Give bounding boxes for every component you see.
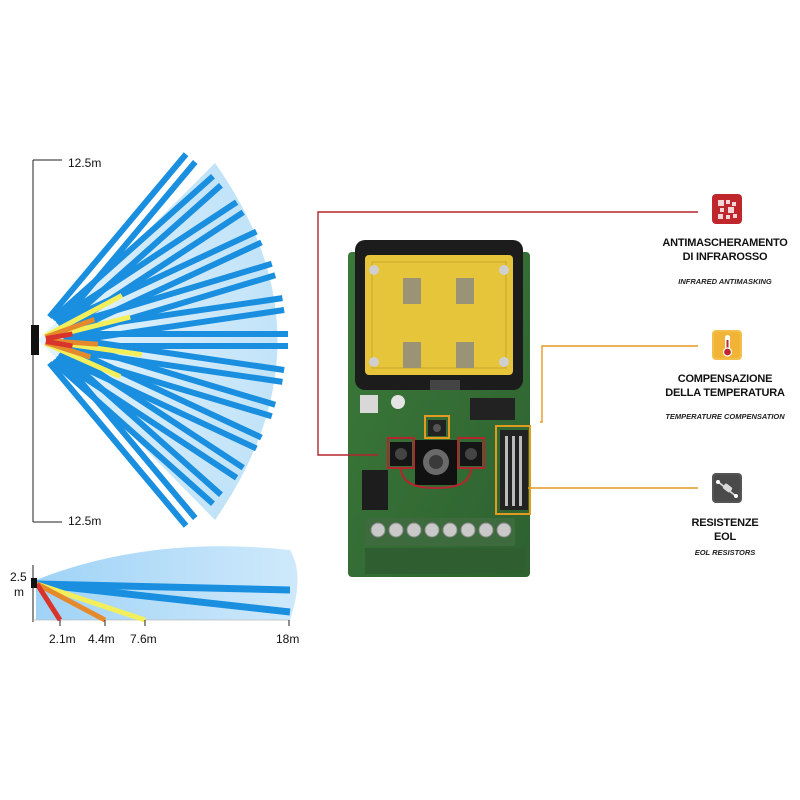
side-tick-label-3: 7.6m [130, 632, 157, 646]
side-beam [36, 581, 146, 623]
coverage-beam [50, 358, 215, 506]
feature-title-line2: DELLA TEMPERATURA [665, 387, 785, 399]
coverage-beam [63, 334, 285, 373]
side-beam [36, 580, 291, 594]
mount-height-label-unit: m [14, 585, 24, 599]
feature-subtitle-antimasking: INFRARED ANTIMASKING [678, 277, 772, 286]
range-label-top: 12.5m [68, 156, 102, 170]
eol-resistor-highlight [495, 425, 531, 515]
sensor-body [31, 325, 39, 355]
top-view-coverage-diagram [31, 152, 288, 528]
side-sensor-body [31, 578, 37, 588]
coverage-beam [56, 159, 198, 327]
coverage-beam [61, 239, 263, 338]
pyro-sensor-plate [365, 255, 513, 375]
callout-lines [317, 211, 698, 489]
side-coverage-area [36, 546, 298, 620]
side-tick-label-4: 18m [276, 632, 300, 646]
side-view-coverage-diagram [31, 546, 298, 626]
coverage-beam [56, 353, 258, 452]
feature-title-line1: RESISTENZE [691, 517, 759, 529]
side-tick-label-2: 4.4m [88, 632, 115, 646]
feature-title-temperature: COMPENSAZIONE DELLA TEMPERATURA [625, 372, 800, 400]
temperature-highlight [424, 415, 450, 439]
feature-subtitle-eol: EOL RESISTORS [694, 548, 756, 557]
coverage-beam [59, 260, 273, 330]
short-range-beam [45, 331, 73, 342]
temperature-callout-line [540, 345, 698, 423]
coverage-beam [62, 338, 277, 408]
short-range-beam [45, 338, 73, 349]
side-beam [36, 580, 291, 616]
feature-title-line2: DI INFRAROSSO [682, 251, 768, 263]
coverage-beam [58, 182, 223, 331]
side-beam [35, 581, 107, 623]
coverage-beam [47, 152, 189, 319]
range-label-bottom: 12.5m [68, 514, 102, 528]
feature-title-line1: COMPENSAZIONE [677, 373, 773, 385]
beam-group [43, 152, 288, 528]
feature-title-line2: EOL [713, 531, 736, 543]
feature-subtitle-temperature: TEMPERATURE COMPENSATION [665, 412, 785, 421]
coverage-beam [47, 361, 189, 528]
short-range-beam [44, 317, 96, 340]
coverage-beam [53, 199, 239, 324]
coverage-beam [56, 228, 258, 327]
coverage-beam [58, 349, 223, 498]
coverage-beam [50, 174, 215, 322]
side-beam-group [34, 580, 291, 623]
coverage-beam [61, 342, 263, 441]
coverage-beam [60, 346, 245, 471]
side-beam [34, 582, 63, 622]
short-range-beam [43, 293, 124, 339]
feature-title-line1: ANTIMASCHERAMENTO [662, 237, 788, 249]
antimasking-callout-line [317, 211, 698, 456]
mount-height-label-value: 2.5 [10, 570, 27, 584]
coverage-beam [56, 353, 198, 521]
antimasking-icon [712, 194, 742, 224]
side-tick-label-1: 2.1m [49, 632, 76, 646]
resistor-icon [712, 473, 742, 503]
coverage-beam [53, 356, 239, 481]
thermometer-icon [712, 330, 742, 360]
circuit-board-photo [348, 240, 531, 577]
feature-title-antimasking: ANTIMASCHERAMENTO DI INFRAROSSO [625, 236, 800, 264]
feature-title-eol: RESISTENZE EOL [625, 516, 800, 544]
